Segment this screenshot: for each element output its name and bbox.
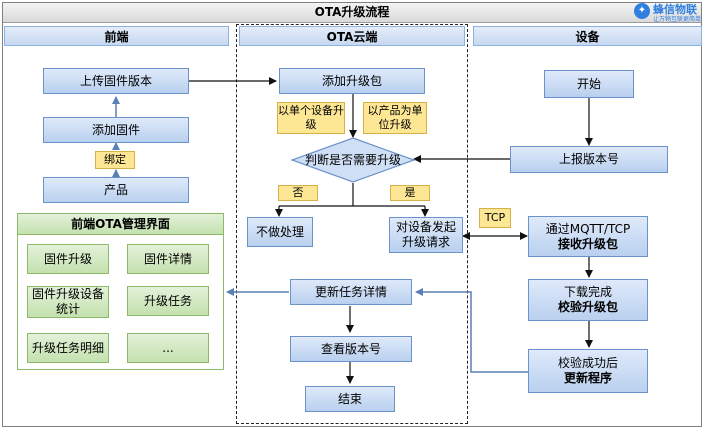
request-line-2: 升级请求 [401,235,450,249]
no-label: 否 [278,185,318,201]
brand-name: 蜂信物联 [652,3,697,16]
download-verify-box: 下载完成 校验升级包 [528,279,648,321]
product-unit-upgrade-label: 以产品为单位升级 [363,102,427,134]
receive-line-2: 接收升级包 [557,236,618,251]
no-action-box: 不做处理 [247,217,313,247]
panel-item-device-stats: 固件升级设备统计 [27,286,109,318]
frontend-ota-panel-title: 前端OTA管理界面 [17,213,224,235]
diagram-frame [2,2,702,427]
panel-item-firmware-upgrade: 固件升级 [27,244,109,274]
bind-label: 绑定 [95,151,135,169]
add-firmware-box: 添加固件 [43,117,189,143]
cloud-lane-frame [236,24,468,424]
success-line-1: 校验成功后 [557,356,618,370]
tcp-label: TCP [479,208,511,228]
panel-item-upgrade-task: 升级任务 [127,286,209,316]
check-version-box: 查看版本号 [290,336,412,362]
cloud-column-header: OTA云端 [239,26,465,46]
update-task-detail-box: 更新任务详情 [290,279,412,305]
diagram-title: OTA升级流程 [3,3,701,23]
decision-label: 判断是否需要升级 [304,152,401,167]
panel-item-firmware-detail: 固件详情 [127,244,209,274]
device-column-header: 设备 [473,26,702,46]
bee-icon: ✦ [633,3,650,19]
yes-label: 是 [390,185,430,201]
panel-item-more: ... [127,333,209,363]
send-upgrade-request-box: 对设备发起 升级请求 [389,217,463,253]
report-version-box: 上报版本号 [510,146,668,173]
end-box: 结束 [305,386,395,412]
decision-diamond [290,137,416,183]
brand-tagline: 让万物互联更简单 [652,16,701,23]
frontend-column-header: 前端 [4,26,229,46]
panel-item-task-detail: 升级任务明细 [27,333,109,363]
download-line-2: 校验升级包 [557,300,618,314]
update-program-box: 校验成功后 更新程序 [528,349,648,393]
success-line-2: 更新程序 [563,371,612,385]
single-device-upgrade-label: 以单个设备升级 [277,102,345,134]
start-box: 开始 [544,70,634,98]
download-line-1: 下载完成 [563,285,612,299]
receive-package-box: 通过MQTT/TCP 接收升级包 [528,216,648,257]
product-box: 产品 [43,177,189,203]
upload-firmware-version-box: 上传固件版本 [43,68,189,94]
add-upgrade-package-box: 添加升级包 [279,68,425,94]
receive-line-1: 通过MQTT/TCP [545,221,631,236]
request-line-1: 对设备发起 [395,220,456,234]
brand-logo: ✦ 蜂信物联 让万物互联更简单 [633,3,701,25]
